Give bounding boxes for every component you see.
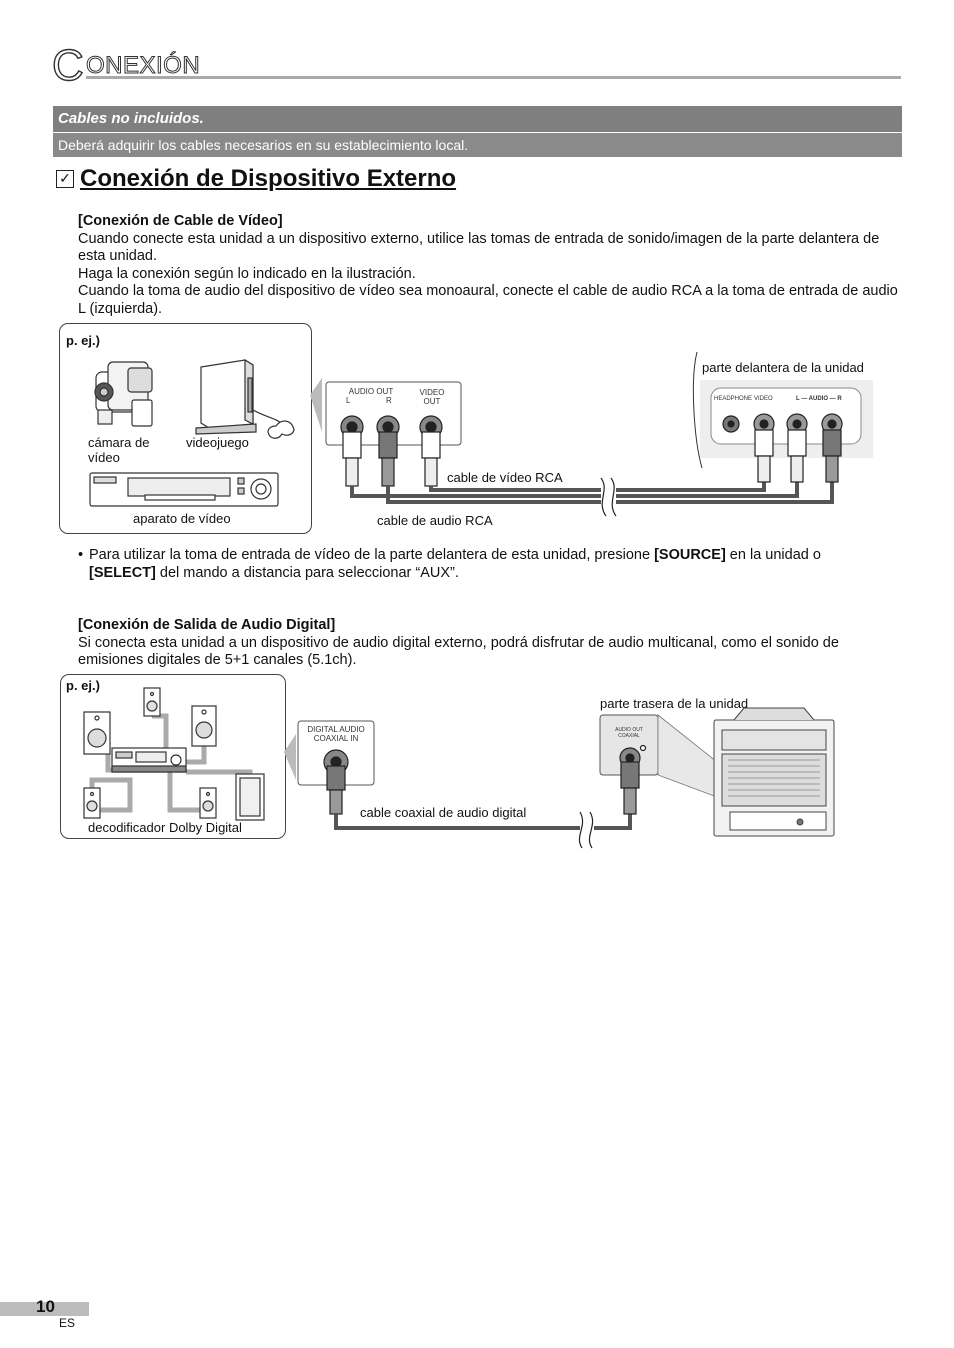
bullet-text-c: del mando a distancia para seleccionar “… (155, 564, 459, 581)
section-title: ✓ Conexión de Dispositivo Externo (56, 164, 456, 194)
decoder-label: decodificador Dolby Digital (88, 820, 242, 835)
digital-heading: [Conexión de Salida de Audio Digital] (78, 617, 336, 633)
rca-plugs-left (342, 431, 441, 487)
video-in-label: VIDEO (754, 396, 773, 402)
video-out-label: VIDEO OUT (419, 388, 445, 406)
tv-rear-icon (713, 707, 835, 837)
digital-arrow-icon (284, 734, 296, 780)
coax-cable (334, 814, 580, 830)
video-heading: [Conexión de Cable de Vídeo] (78, 213, 283, 229)
decoder-icon (111, 747, 187, 773)
coax-cable-label: cable coaxial de audio digital (360, 805, 527, 820)
coax-in-label: DIGITAL AUDIO COAXIAL IN (307, 725, 365, 743)
bullet-text-b: en la unidad o (725, 547, 821, 563)
rca-cables (350, 482, 834, 504)
video-paragraph: [Conexión de Cable de Vídeo] Cuando cone… (78, 213, 900, 318)
notice-text-bar: Deberá adquirir los cables necesarios en… (53, 133, 902, 157)
cable-break-icon (600, 477, 617, 517)
audio-cable-label: cable de audio RCA (377, 513, 493, 528)
rca-plugs-right (754, 429, 842, 483)
rear-label: parte trasera de la unidad (600, 696, 749, 711)
vcr-icon (89, 472, 279, 507)
coax-out-label: AUDIO OUT COAXIAL (615, 727, 643, 739)
header-initial: C (51, 41, 84, 90)
section-title-text: Conexión de Dispositivo Externo (80, 165, 457, 192)
game-console-icon (195, 358, 295, 439)
headphone-label: HEADPHONE (714, 396, 753, 402)
camcorder-icon (94, 361, 153, 427)
page-number: 10 (36, 1297, 55, 1316)
page-language: ES (59, 1316, 76, 1330)
bullet-text-a: Para utilizar la toma de entrada de víde… (89, 547, 655, 563)
front-jacks (722, 413, 843, 435)
video-line-3: Cuando la toma de audio del dispositivo … (78, 283, 898, 317)
game-label: videojuego (186, 435, 249, 450)
audio-r-label: R (386, 396, 392, 405)
video-line-1: Cuando conecte esta unidad a un disposit… (78, 230, 880, 265)
video-cable-label: cable de vídeo RCA (447, 470, 563, 485)
video-line-2: Haga la conexión según lo indicado en la… (78, 265, 416, 282)
coax-plug-left (326, 765, 346, 815)
notice-title: Cables no incluidos. (58, 110, 204, 127)
digital-example-label: p. ej.) (66, 678, 100, 693)
vcr-label: aparato de vídeo (133, 511, 231, 526)
example-label: p. ej.) (66, 333, 100, 348)
source-key: [SOURCE] (654, 547, 726, 563)
arrow-icon (310, 378, 322, 432)
speaker-icons (83, 687, 265, 821)
camcorder-label: cámara de vídeo (88, 435, 150, 465)
notice-title-bar: Cables no incluidos. (53, 106, 902, 132)
bullet-icon: • (78, 547, 84, 563)
audio-l-label: L (346, 396, 351, 405)
select-key: [SELECT] (89, 564, 156, 581)
coax-break-icon (578, 811, 594, 849)
leader-line (692, 351, 703, 469)
front-label: parte delantera de la unidad (702, 360, 864, 375)
audio-in-label: L — AUDIO — R (796, 396, 842, 402)
notice-text: Deberá adquirir los cables necesarios en… (58, 137, 469, 153)
digital-paragraph: [Conexión de Salida de Audio Digital] Si… (78, 617, 900, 670)
header-rule (86, 76, 901, 79)
header-title: ONEXIÓN (85, 52, 201, 80)
digital-text: Si conecta esta unidad a un dispositivo … (78, 634, 839, 669)
audio-out-label: AUDIO OUT (348, 387, 394, 396)
bullet-note: • Para utilizar la toma de entrada de ví… (78, 547, 890, 582)
page-number-bar (0, 1302, 89, 1316)
checkbox-icon: ✓ (56, 170, 74, 188)
coax-plug-right (620, 761, 640, 815)
